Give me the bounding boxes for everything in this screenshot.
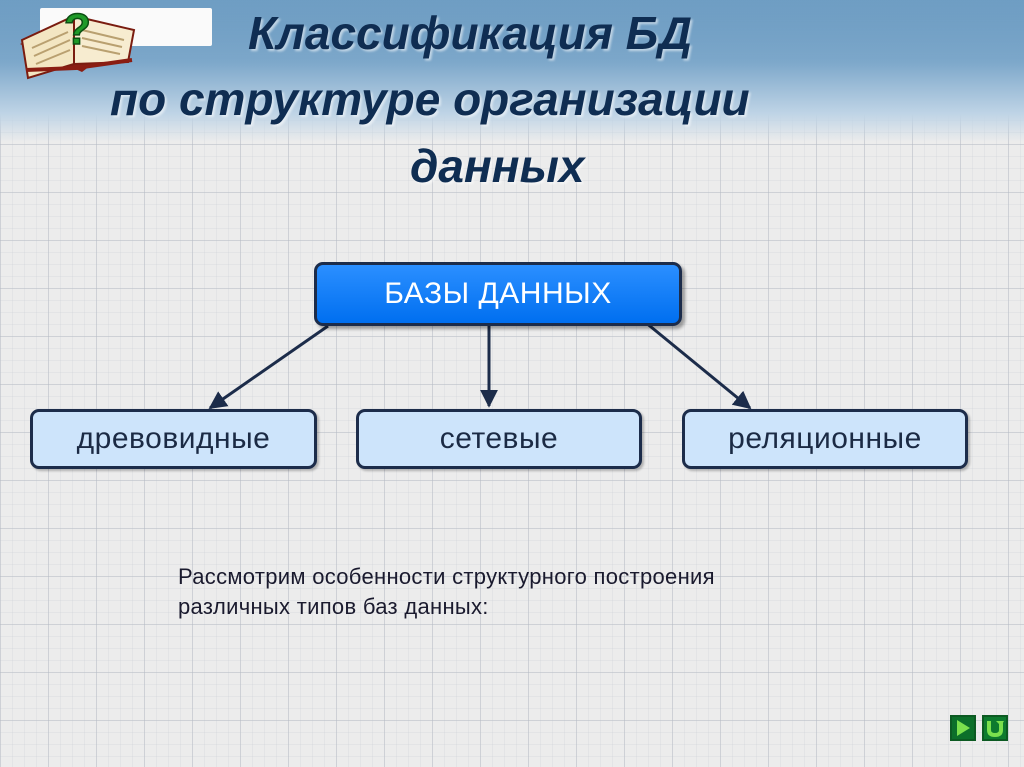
arrow-to-hierarchical — [210, 326, 328, 408]
description-line-1: Рассмотрим особенности структурного пост… — [178, 562, 898, 592]
description-line-2: различных типов баз данных: — [178, 592, 898, 622]
node-hierarchical: древовидные — [30, 409, 317, 469]
return-arrow-icon — [984, 717, 1006, 739]
description-text: Рассмотрим особенности структурного пост… — [178, 562, 898, 622]
arrow-to-relational — [645, 322, 750, 408]
return-button[interactable] — [982, 715, 1008, 741]
play-arrow-icon — [952, 717, 974, 739]
node-relational: реляционные — [682, 409, 968, 469]
node-network: сетевые — [356, 409, 642, 469]
next-slide-button[interactable] — [950, 715, 976, 741]
root-node-databases: БАЗЫ ДАННЫХ — [314, 262, 682, 326]
